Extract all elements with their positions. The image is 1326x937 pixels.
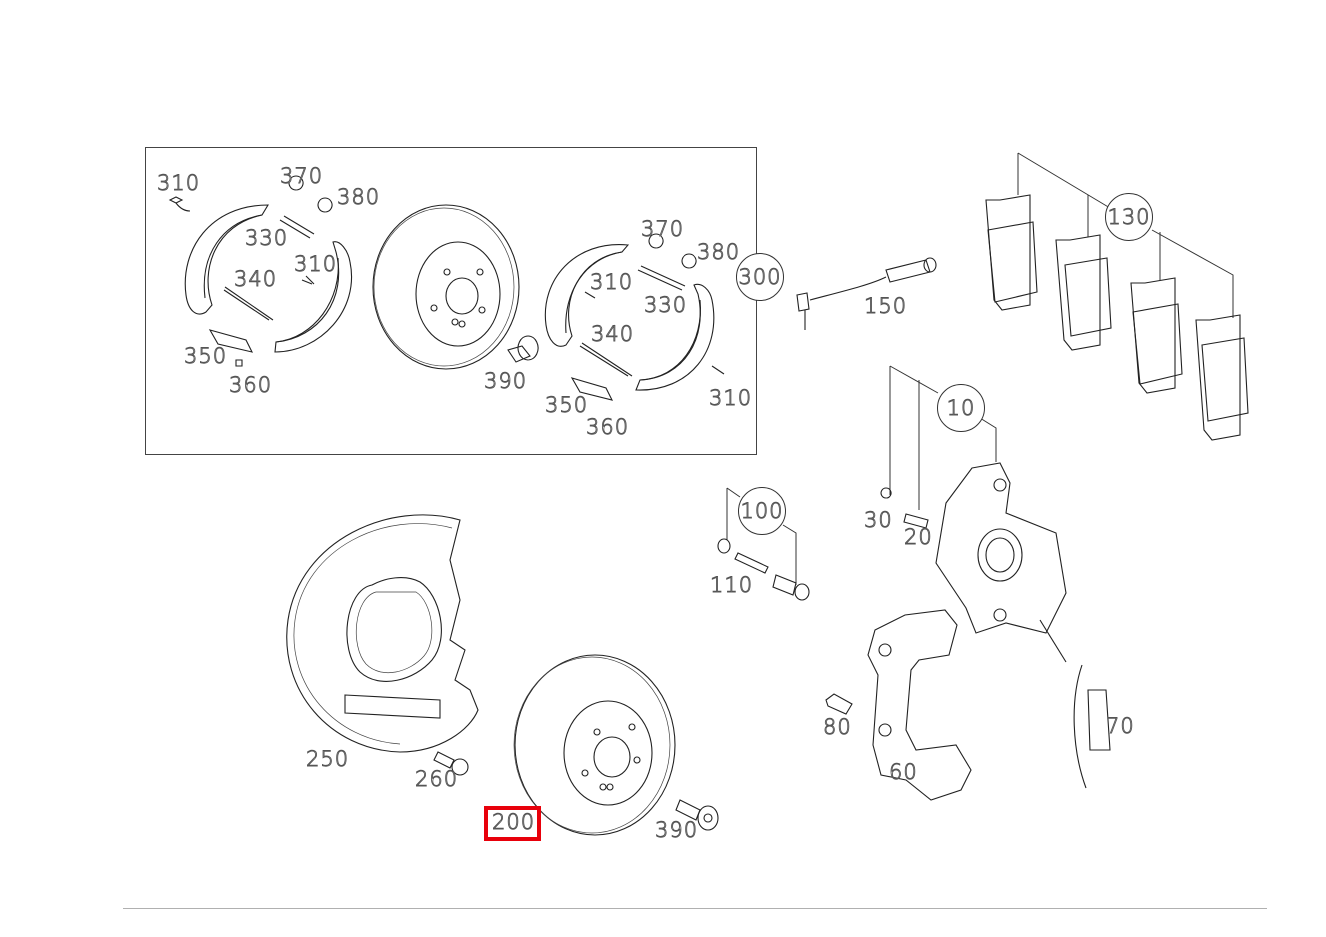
- screw-390-illustration: [675, 799, 719, 831]
- brake-disc-illustration: [513, 654, 676, 836]
- callout-70[interactable]: 70: [1106, 714, 1135, 738]
- brake-caliper-illustration: [880, 365, 1067, 663]
- guide-pins-illustration: [717, 487, 810, 601]
- callout-350[interactable]: 350: [545, 393, 589, 417]
- callout-200-selected[interactable]: 200: [483, 806, 542, 841]
- callout-310[interactable]: 310: [709, 386, 753, 410]
- callout-370[interactable]: 370: [280, 164, 324, 188]
- left-brake-shoe-illustration: [168, 175, 352, 367]
- callout-10[interactable]: 10: [937, 384, 985, 432]
- callout-110[interactable]: 110: [710, 573, 754, 597]
- callout-310[interactable]: 310: [590, 270, 634, 294]
- callout-250[interactable]: 250: [306, 747, 350, 771]
- callout-330[interactable]: 330: [644, 293, 688, 317]
- caliper-carrier-illustration: [825, 609, 972, 801]
- callout-350[interactable]: 350: [184, 344, 228, 368]
- bolt-260-illustration: [433, 751, 469, 776]
- callout-30[interactable]: 30: [864, 508, 893, 532]
- right-brake-shoe-illustration: [507, 233, 725, 401]
- brake-pads-illustration: [985, 152, 1249, 441]
- spring-clip-illustration: [1073, 664, 1111, 789]
- callout-80[interactable]: 80: [823, 715, 852, 739]
- callout-330[interactable]: 330: [245, 226, 289, 250]
- callout-60[interactable]: 60: [889, 760, 918, 784]
- callout-100[interactable]: 100: [738, 487, 786, 535]
- callout-130[interactable]: 130: [1105, 193, 1153, 241]
- callout-150[interactable]: 150: [864, 294, 908, 318]
- backing-plate-illustration: [286, 514, 479, 753]
- wear-sensor-illustration: [796, 257, 937, 330]
- callout-380[interactable]: 380: [337, 185, 381, 209]
- callout-340[interactable]: 340: [234, 267, 278, 291]
- parking-brake-group-box: [145, 147, 757, 455]
- callout-390[interactable]: 390: [655, 818, 699, 842]
- callout-370[interactable]: 370: [641, 217, 685, 241]
- callout-340[interactable]: 340: [591, 322, 635, 346]
- callout-310[interactable]: 310: [157, 171, 201, 195]
- callout-380[interactable]: 380: [697, 240, 741, 264]
- callout-360[interactable]: 360: [229, 373, 273, 397]
- callout-310[interactable]: 310: [294, 252, 338, 276]
- callout-360[interactable]: 360: [586, 415, 630, 439]
- callout-300[interactable]: 300: [736, 253, 784, 301]
- footer-divider: [123, 908, 1267, 909]
- parking-brake-drum-illustration: [372, 204, 520, 370]
- callout-390[interactable]: 390: [484, 369, 528, 393]
- callout-20[interactable]: 20: [904, 525, 933, 549]
- callout-260[interactable]: 260: [415, 767, 459, 791]
